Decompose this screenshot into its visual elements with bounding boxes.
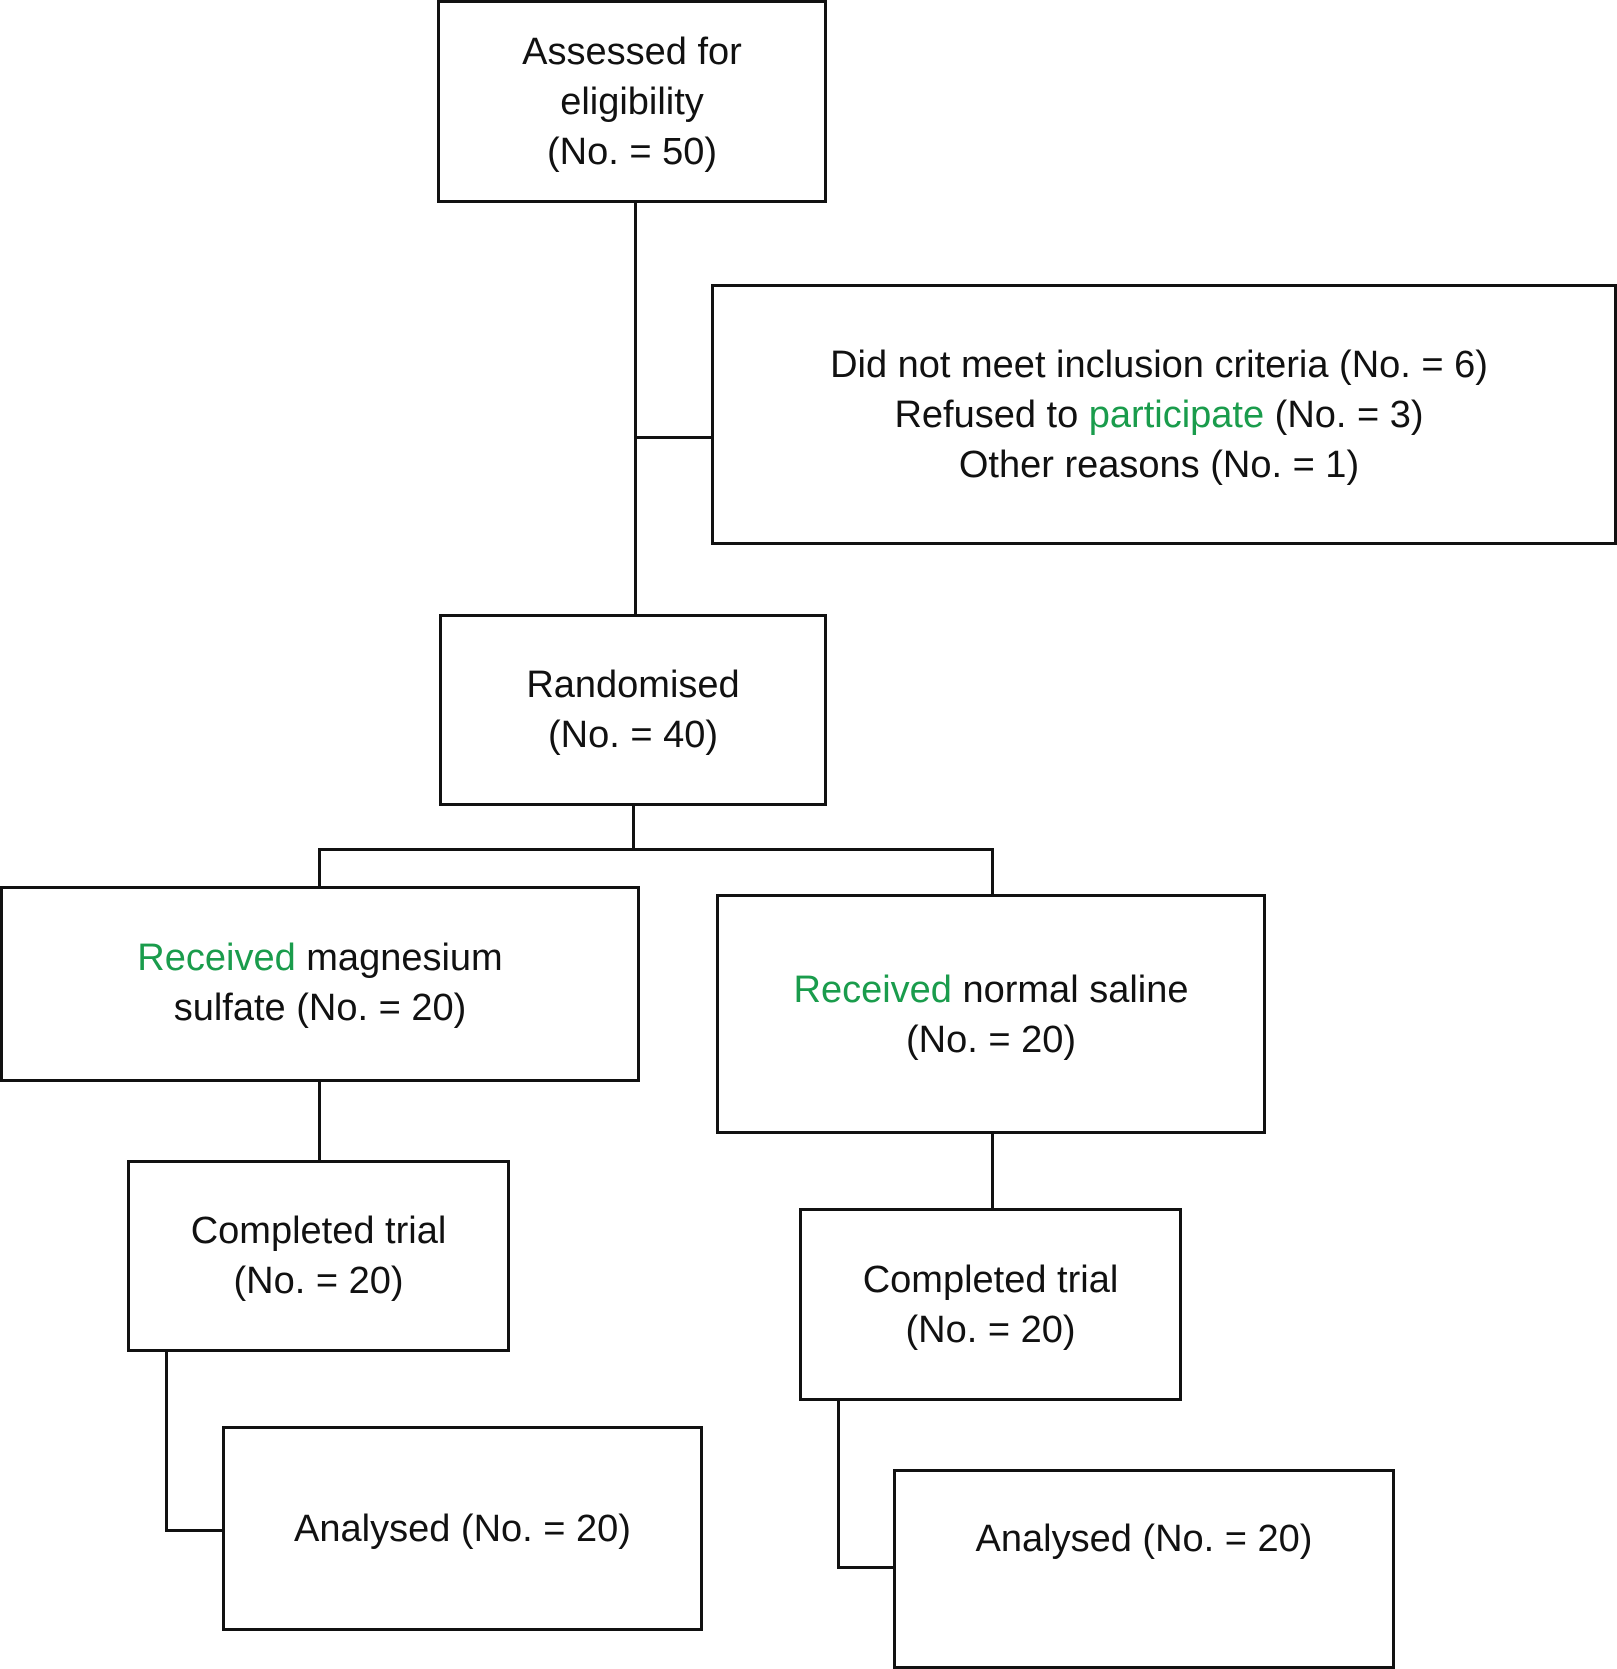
magnesium-completed-line1: Completed trial <box>190 1210 447 1252</box>
magnesium-received-line1: Received magnesium <box>137 933 502 983</box>
magnesium-completed-line2: (No. = 20) <box>233 1260 404 1302</box>
randomised-line1: Randomised <box>526 664 740 706</box>
excluded-refused-pre: Refused to <box>894 393 1089 436</box>
connector-split-right-down <box>991 848 994 896</box>
randomised-box: Randomised (No. = 40) <box>439 614 827 806</box>
assessed-line3: (No. = 50) <box>546 130 718 173</box>
magnesium-analysed-line1: Analysed (No. = 20) <box>294 1507 631 1550</box>
excluded-inclusion-criteria: Did not meet inclusion criteria (No. = 6… <box>830 343 1488 386</box>
saline-received-highlight: Received <box>793 969 952 1011</box>
connector-magnesium-to-completed <box>318 1080 321 1162</box>
excluded-other-reasons: Other reasons (No. = 1) <box>958 443 1360 486</box>
saline-completed-line1: Completed trial <box>862 1258 1119 1301</box>
saline-received-line2: (No. = 20) <box>905 1019 1077 1061</box>
excluded-box: Did not meet inclusion criteria (No. = 6… <box>711 284 1617 545</box>
saline-received-line1: Received normal saline <box>794 965 1189 1015</box>
saline-analysed-box: Analysed (No. = 20) <box>893 1469 1395 1669</box>
saline-received-box: Received normal saline (No. = 20) <box>716 894 1266 1134</box>
saline-completed-box: Completed trial (No. = 20) <box>799 1208 1182 1401</box>
connector-split-left-down <box>318 848 321 888</box>
magnesium-received-post: magnesium <box>295 937 503 979</box>
assessed-line2: eligibility <box>560 80 704 123</box>
randomised-line2: (No. = 40) <box>547 714 719 756</box>
connector-randomised-down <box>632 804 635 850</box>
connector-right-to-analysed <box>837 1566 895 1569</box>
magnesium-received-highlight: Received <box>137 937 296 979</box>
excluded-refused-post: (No. = 3) <box>1264 393 1424 436</box>
assessed-box: Assessed for eligibility (No. = 50) <box>437 0 827 203</box>
connector-split-horizontal <box>318 848 994 851</box>
magnesium-received-line2: sulfate (No. = 20) <box>173 987 467 1029</box>
magnesium-received-box: Received magnesium sulfate (No. = 20) <box>0 886 640 1082</box>
saline-received-post: normal saline <box>951 969 1189 1011</box>
saline-completed-line2: (No. = 20) <box>905 1308 1076 1351</box>
excluded-refused-highlight: participate <box>1088 393 1265 436</box>
magnesium-analysed-box: Analysed (No. = 20) <box>222 1426 703 1631</box>
magnesium-completed-box: Completed trial (No. = 20) <box>127 1160 510 1352</box>
excluded-refused: Refused to participate (No. = 3) <box>894 390 1423 440</box>
assessed-line1: Assessed for <box>522 30 742 73</box>
connector-right-completed-down <box>837 1398 840 1569</box>
connector-saline-to-completed <box>991 1132 994 1210</box>
connector-assessed-to-randomised <box>634 200 637 616</box>
connector-to-excluded <box>634 436 712 439</box>
saline-analysed-line1: Analysed (No. = 20) <box>975 1518 1313 1560</box>
connector-left-to-analysed <box>165 1529 224 1532</box>
connector-left-completed-down <box>165 1349 168 1532</box>
